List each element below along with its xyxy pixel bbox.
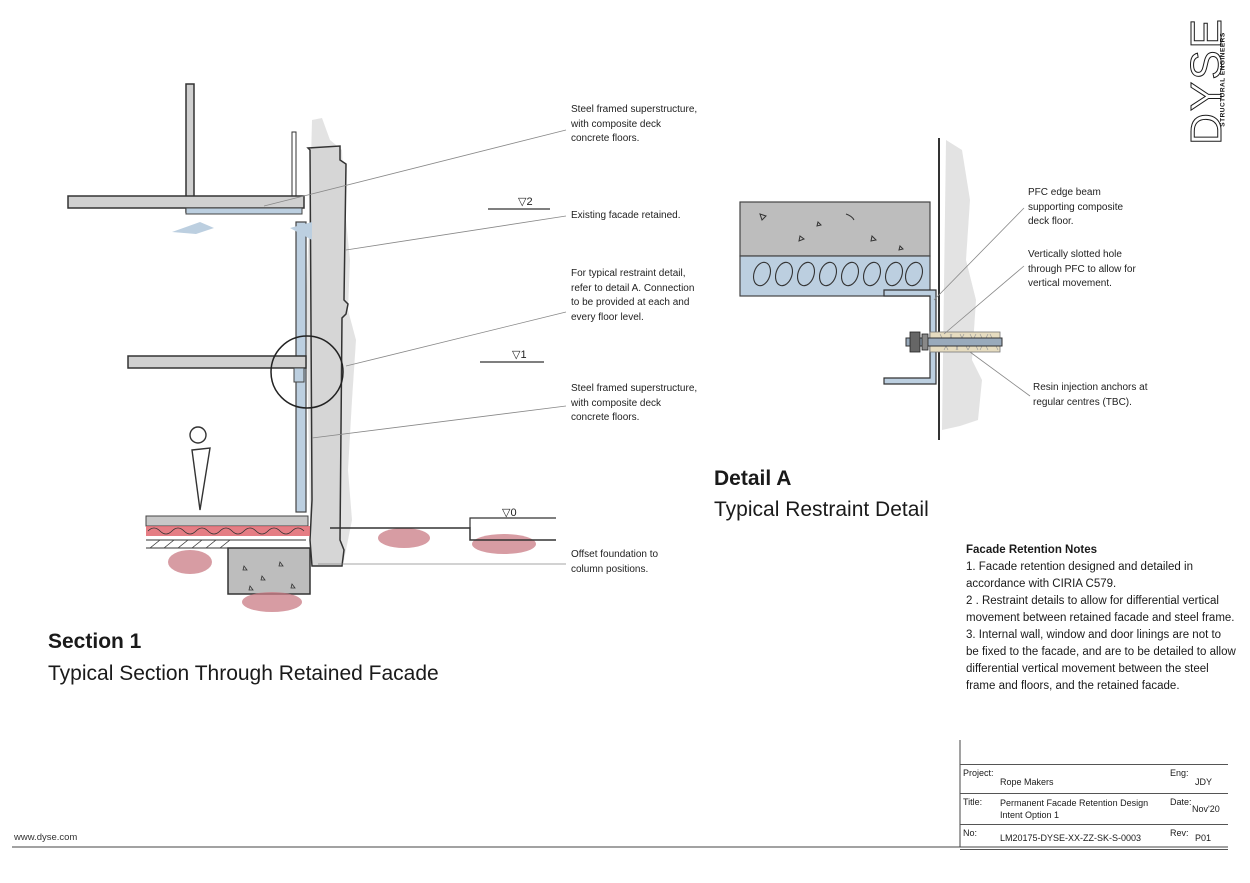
level-marker-2: ▽2	[518, 196, 533, 208]
dyse-logo: DYSE STRUCTURAL ENGINEERS	[1176, 14, 1236, 148]
level-marker-1: ▽1	[512, 349, 527, 361]
title-label: Title:	[963, 797, 983, 807]
floor-level-1	[127, 355, 307, 369]
logo-tagline: STRUCTURAL ENGINEERS	[1219, 32, 1227, 127]
detail-a-title: Detail A	[714, 467, 792, 490]
number-value: LM20175-DYSE-XX-ZZ-SK-S-0003	[1000, 833, 1142, 843]
level-marker-0: ▽0	[502, 507, 517, 519]
title-value: Permanent Facade Retention Design Intent…	[1000, 798, 1149, 820]
pfc-edge-beam	[883, 289, 937, 385]
person-figure	[189, 426, 207, 444]
number-label: No:	[963, 828, 978, 838]
title-block-row-project: Project: Rope Makers Eng: JDY	[960, 764, 1228, 793]
annotation-pfc-edge-beam: PFC edge beam supporting composite deck …	[1028, 187, 1124, 227]
note-item-3: 3. Internal wall, window and door lining…	[966, 629, 1236, 692]
floor-level-2	[67, 195, 305, 209]
detail-a-callout-circle	[270, 335, 344, 409]
eng-value: JDY	[1195, 777, 1213, 787]
date-value: Nov'20	[1192, 804, 1220, 814]
detail-a-drawing	[739, 138, 1031, 440]
section-1-title: Section 1	[48, 630, 142, 653]
section-1-drawing	[67, 83, 567, 612]
annotation-steel-frame-lower: Steel framed superstructure, with compos…	[571, 383, 698, 423]
offset-foundation	[227, 547, 311, 595]
annotation-steel-frame-upper: Steel framed superstructure, with compos…	[571, 104, 698, 144]
annotation-slotted-hole: Vertically slotted hole through PFC to a…	[1028, 249, 1136, 289]
note-item-1: 1. Facade retention designed and detaile…	[966, 561, 1193, 590]
resin-anchor	[905, 337, 1003, 347]
title-block: Project: Rope Makers Eng: JDY Title: Per…	[960, 764, 1228, 850]
retained-facade-wall	[306, 145, 349, 567]
website-link[interactable]: www.dyse.com	[14, 832, 78, 843]
annotation-offset-foundation: Offset foundation to column positions.	[571, 549, 659, 575]
eng-label: Eng:	[1170, 768, 1189, 778]
title-block-row-title: Title: Permanent Facade Retention Design…	[960, 793, 1228, 824]
notes-heading: Facade Retention Notes	[966, 544, 1097, 556]
date-label: Date:	[1170, 797, 1192, 807]
dpc-layer	[146, 526, 310, 536]
rev-value: P01	[1195, 833, 1212, 843]
annotation-existing-facade: Existing facade retained.	[571, 210, 681, 221]
title-block-row-number: No: LM20175-DYSE-XX-ZZ-SK-S-0003 Rev: P0…	[960, 824, 1228, 850]
annotation-resin-anchors: Resin injection anchors at regular centr…	[1033, 382, 1148, 408]
note-item-2: 2 . Restraint details to allow for diffe…	[966, 595, 1235, 624]
facade-retention-notes: Facade Retention Notes 1. Facade retenti…	[966, 542, 1236, 695]
section-1-subtitle: Typical Section Through Retained Facade	[48, 662, 439, 685]
project-value: Rope Makers	[1000, 777, 1054, 787]
detail-a-subtitle: Typical Restraint Detail	[714, 498, 929, 521]
rev-label: Rev:	[1170, 828, 1189, 838]
project-label: Project:	[963, 768, 994, 778]
annotation-restraint-detail: For typical restraint detail, refer to d…	[571, 268, 695, 323]
